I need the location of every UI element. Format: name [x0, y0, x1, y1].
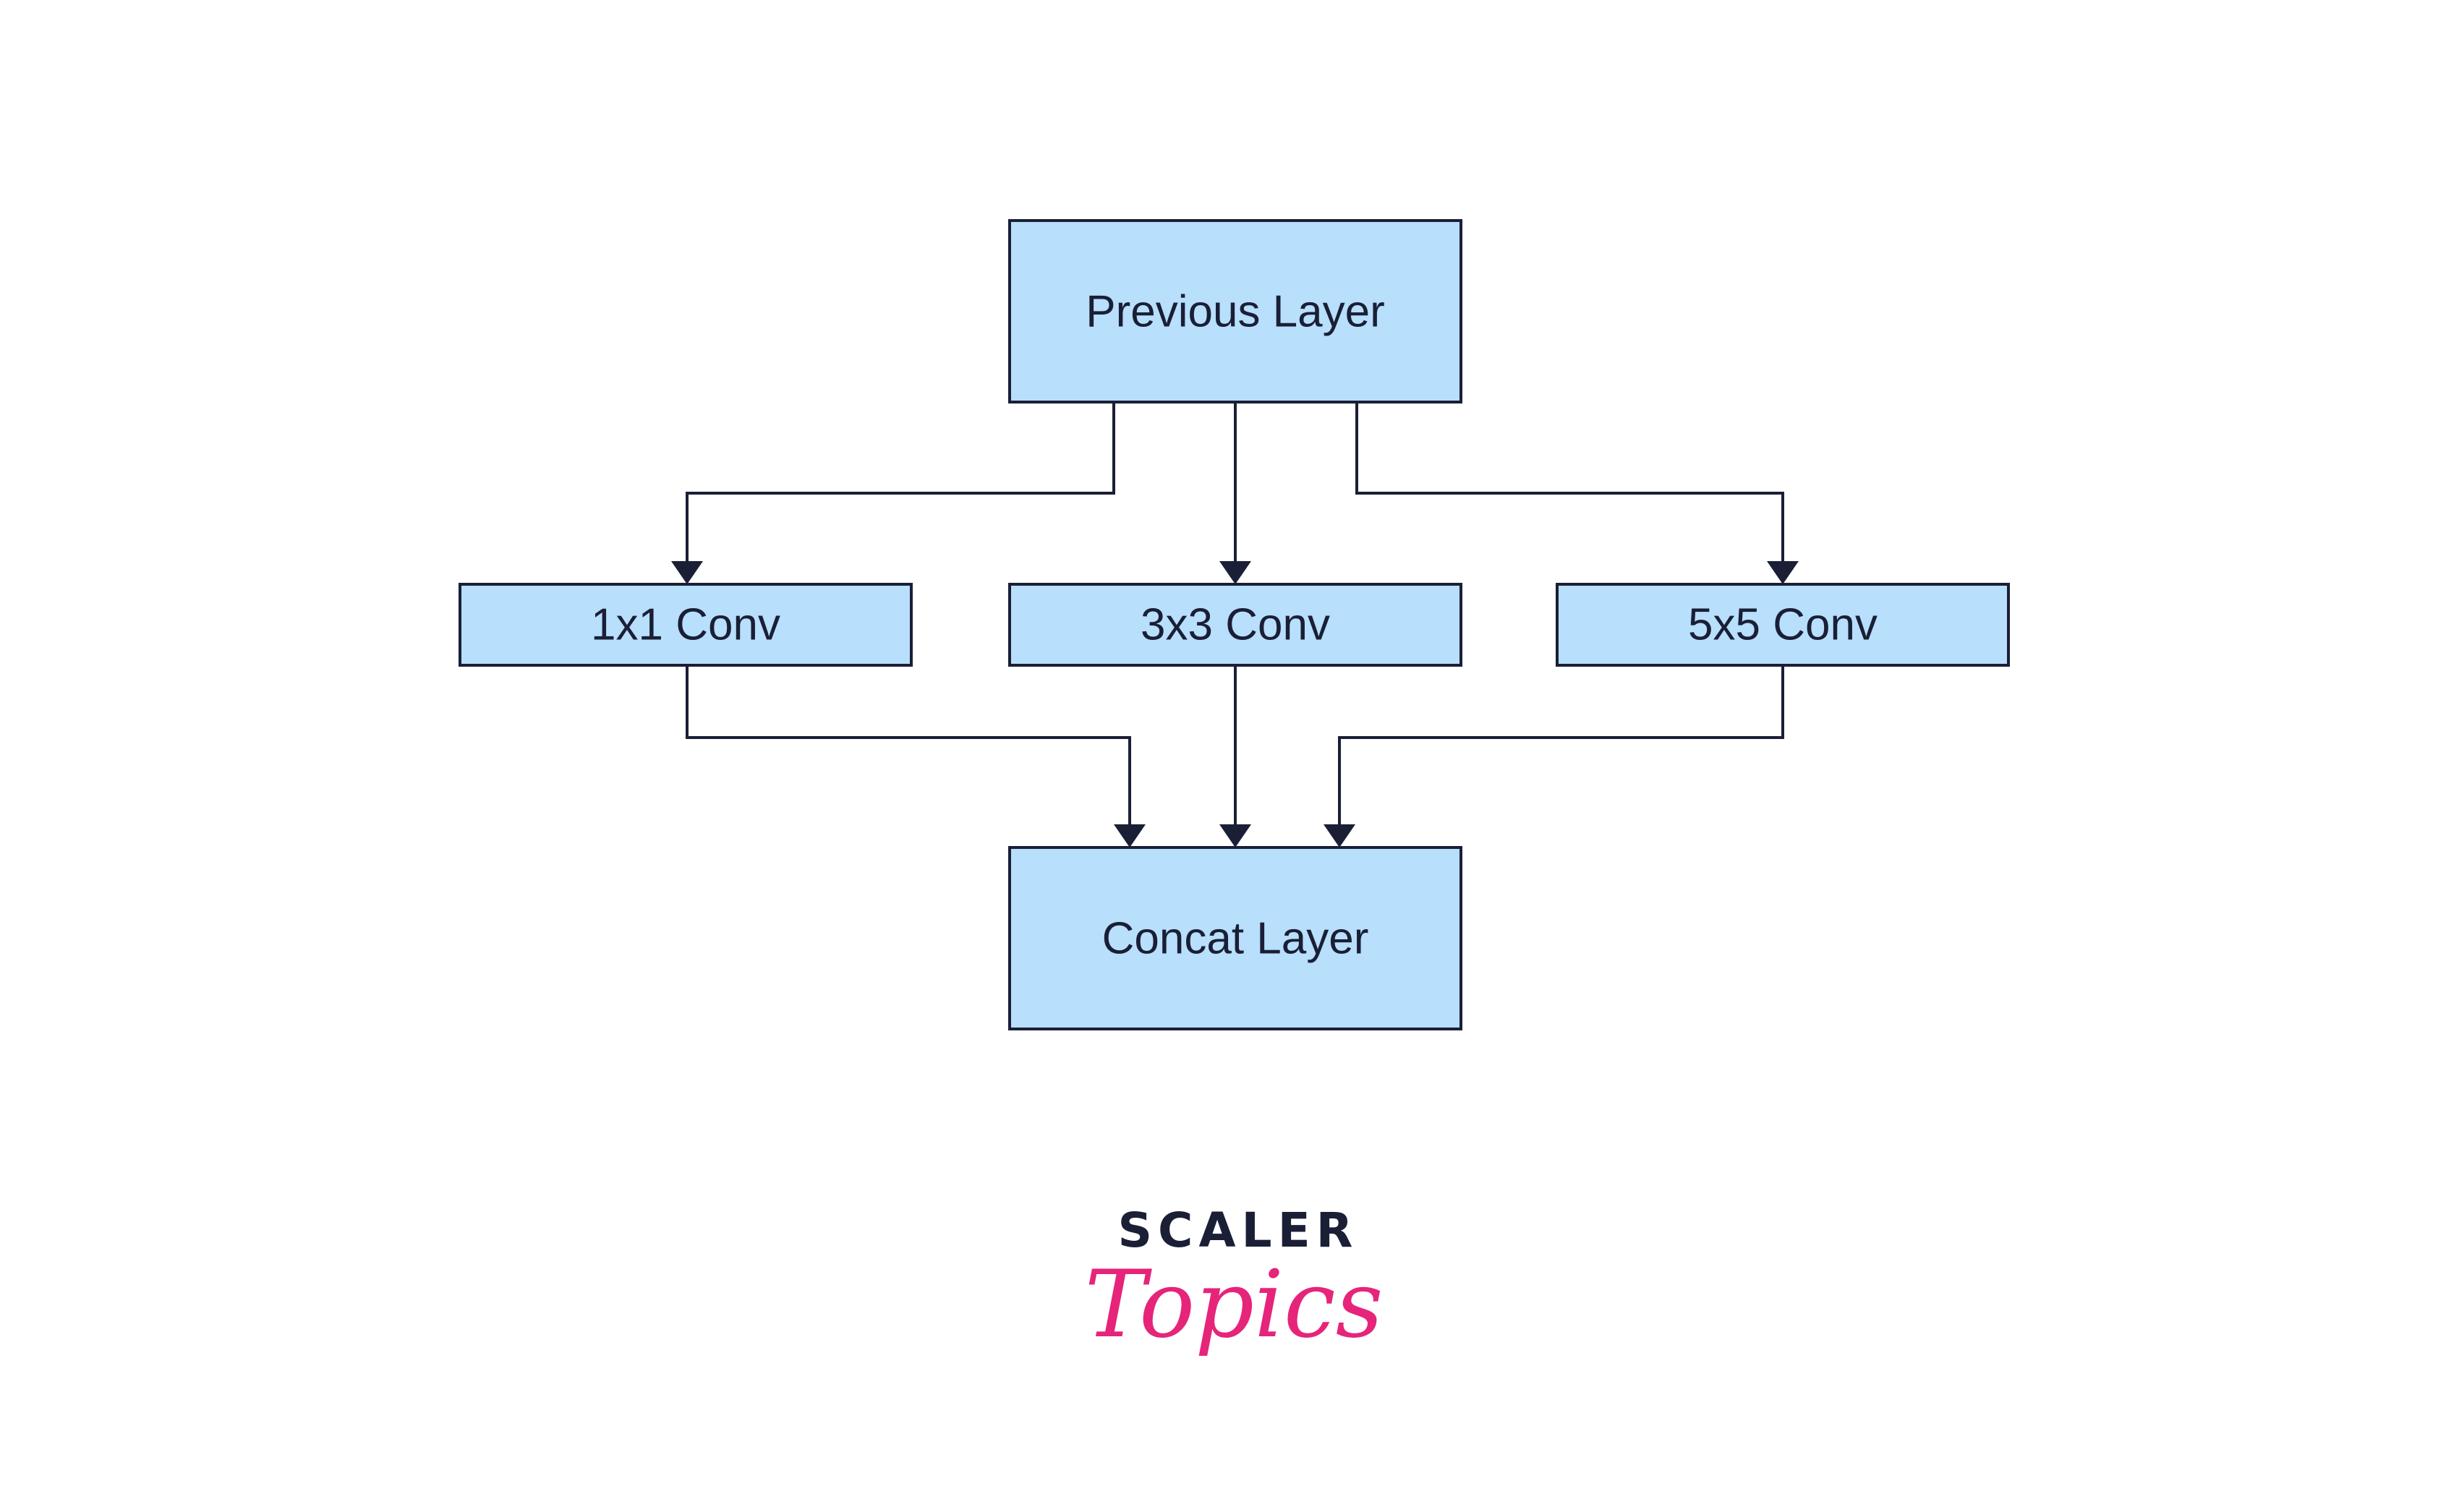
edge-previous-to-5x5 — [1355, 402, 1799, 584]
node-5x5-conv: 5x5 Conv — [1556, 583, 2010, 667]
node-previous-layer-label: Previous Layer — [1086, 287, 1385, 337]
edge-previous-to-3x3 — [1219, 402, 1251, 584]
edge-1x1-to-concat — [686, 665, 1146, 847]
logo-topics-text: Topics — [1085, 1251, 1384, 1359]
node-3x3-conv-label: 3x3 Conv — [1141, 600, 1330, 650]
edge-3x3-to-concat — [1219, 665, 1251, 847]
node-5x5-conv-label: 5x5 Conv — [1688, 600, 1878, 650]
edge-previous-to-1x1 — [671, 402, 1115, 584]
node-concat-layer: Concat Layer — [1008, 846, 1462, 1030]
logo-scaler-text: SCALER — [1117, 1203, 1358, 1258]
edge-5x5-to-concat — [1324, 665, 1784, 847]
scaler-topics-logo: SCALER Topics — [1085, 1203, 1384, 1359]
node-1x1-conv-label: 1x1 Conv — [591, 600, 780, 650]
node-1x1-conv: 1x1 Conv — [459, 583, 913, 667]
node-concat-layer-label: Concat Layer — [1102, 914, 1369, 964]
node-3x3-conv: 3x3 Conv — [1008, 583, 1462, 667]
node-previous-layer: Previous Layer — [1008, 219, 1462, 403]
